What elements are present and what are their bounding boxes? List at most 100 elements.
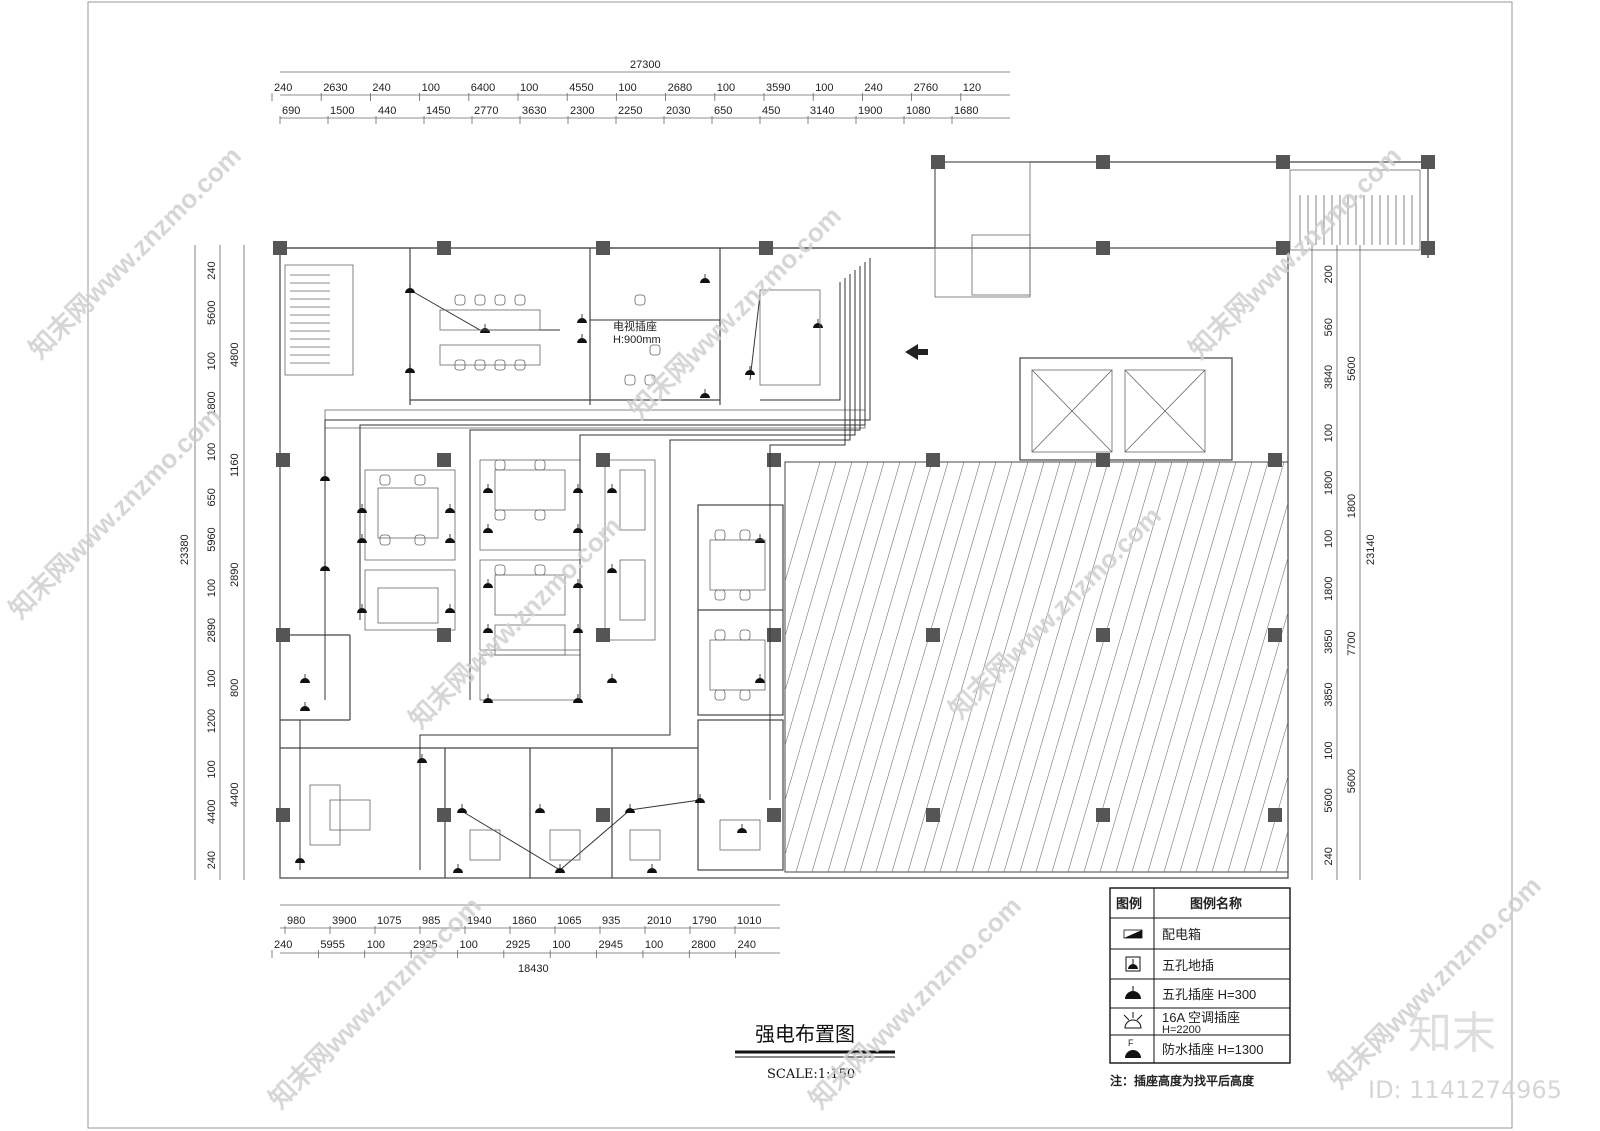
- drawing-scale: SCALE:1:150: [767, 1067, 855, 1082]
- socket-symbol: [737, 828, 747, 833]
- legend-item-distribution-box: 配电箱: [1162, 927, 1201, 942]
- dimension-label: 1680: [954, 105, 978, 117]
- dimension-label: 4400: [229, 783, 241, 807]
- furniture-desk: [377, 587, 439, 624]
- furniture-chair: [414, 534, 426, 546]
- furniture-desk: [494, 624, 566, 656]
- dimension-label: 100: [206, 579, 218, 597]
- socket-symbol: [405, 288, 415, 293]
- furniture-outlines: [309, 289, 821, 861]
- column: [767, 453, 781, 467]
- dimension-label: 650: [206, 488, 218, 506]
- socket-symbol: [573, 698, 583, 703]
- dimension-label: 100: [552, 939, 570, 951]
- tv-socket-annotation: 电视插座 H:900mm: [613, 319, 661, 346]
- dimension-label: 1010: [737, 915, 761, 927]
- column: [1096, 155, 1110, 169]
- dimension-label: 120: [963, 82, 981, 94]
- watermark-id: ID: 1141274965: [1368, 1076, 1562, 1104]
- dimension-label: 1800: [1346, 494, 1358, 518]
- five-hole-socket-icon: [1125, 986, 1141, 999]
- furniture-desk: [619, 559, 646, 621]
- tv-socket-label: 电视插座: [613, 319, 657, 333]
- dimension-label: 5600: [1346, 769, 1358, 793]
- drawing-title-block: 强电布置图 SCALE:1:150: [735, 1022, 895, 1082]
- column: [437, 628, 451, 642]
- column: [276, 453, 290, 467]
- socket-symbol: [607, 568, 617, 573]
- furniture-chair: [714, 589, 726, 601]
- socket-symbol: [300, 706, 310, 711]
- dimension-label: 100: [520, 82, 538, 94]
- dimension-label: 240: [206, 261, 218, 279]
- socket-symbol: [695, 798, 705, 803]
- dimension-label: 2300: [570, 105, 594, 117]
- dimension-label: 100: [1323, 530, 1335, 548]
- furniture-chair: [714, 629, 726, 641]
- furniture-desk: [759, 289, 821, 386]
- dimension-label: 100: [1323, 741, 1335, 759]
- legend-header-symbol: 图例: [1116, 896, 1142, 911]
- dimension-label: 935: [602, 915, 620, 927]
- dimension-label: 1160: [229, 453, 241, 477]
- furniture-chair: [739, 629, 751, 641]
- column: [276, 628, 290, 642]
- dimension-label: 2630: [323, 82, 347, 94]
- socket-symbol: [647, 868, 657, 873]
- dimension-label: 4400: [206, 800, 218, 824]
- furniture-chair: [644, 374, 656, 386]
- ac-socket-icon: [1123, 1012, 1143, 1029]
- left-dimensions: 23380 2405600100180010065059601002890100…: [179, 245, 245, 880]
- dimension-label: 2890: [229, 563, 241, 587]
- dimension-label: 1800: [206, 391, 218, 415]
- furniture-desk: [439, 309, 541, 331]
- legend-item-waterproof-socket: 防水插座 H=1300: [1162, 1042, 1264, 1057]
- legend-item-ac-socket: 16A 空调插座: [1162, 1010, 1240, 1025]
- socket-symbol: [535, 808, 545, 813]
- left-overall-dim: 23380: [179, 534, 191, 565]
- dimension-label: 2890: [206, 618, 218, 642]
- furniture-chair: [739, 689, 751, 701]
- socket-symbol: [483, 488, 493, 493]
- top-overall-dim: 27300: [630, 59, 661, 71]
- dimension-label: 5955: [320, 939, 344, 951]
- furniture-desk: [309, 784, 341, 846]
- furniture-chair: [379, 534, 391, 546]
- furniture-desk: [439, 344, 541, 366]
- socket-symbol: [483, 528, 493, 533]
- dimension-label: 100: [1323, 424, 1335, 442]
- dimension-label: 100: [717, 82, 735, 94]
- watermark-logo: 知末: [1408, 1008, 1496, 1059]
- furniture-chair: [634, 294, 646, 306]
- socket-symbols: [295, 274, 823, 873]
- furniture-chair: [494, 509, 506, 521]
- socket-symbol: [445, 508, 455, 513]
- watermark-text: 知末网www.znzmo.com: [3, 400, 227, 624]
- socket-symbol: [357, 608, 367, 613]
- distribution-box-icon: [1123, 929, 1143, 939]
- dimension-label: 100: [206, 352, 218, 370]
- furniture-chair: [534, 459, 546, 471]
- dimension-label: 240: [372, 82, 390, 94]
- column: [1096, 241, 1110, 255]
- dimension-label: 1860: [512, 915, 536, 927]
- column: [931, 155, 945, 169]
- furniture-desk: [619, 469, 646, 531]
- column: [926, 808, 940, 822]
- furniture-desk: [719, 819, 761, 851]
- socket-symbol: [700, 278, 710, 283]
- socket-symbol: [453, 868, 463, 873]
- socket-symbol: [700, 393, 710, 398]
- column: [437, 808, 451, 822]
- dimension-label: 2030: [666, 105, 690, 117]
- furniture-chair: [739, 589, 751, 601]
- column: [767, 808, 781, 822]
- column: [767, 628, 781, 642]
- socket-symbol: [813, 323, 823, 328]
- dimension-label: 2770: [474, 105, 498, 117]
- furniture-desk: [629, 829, 661, 861]
- bottom-overall-dim: 18430: [518, 963, 549, 975]
